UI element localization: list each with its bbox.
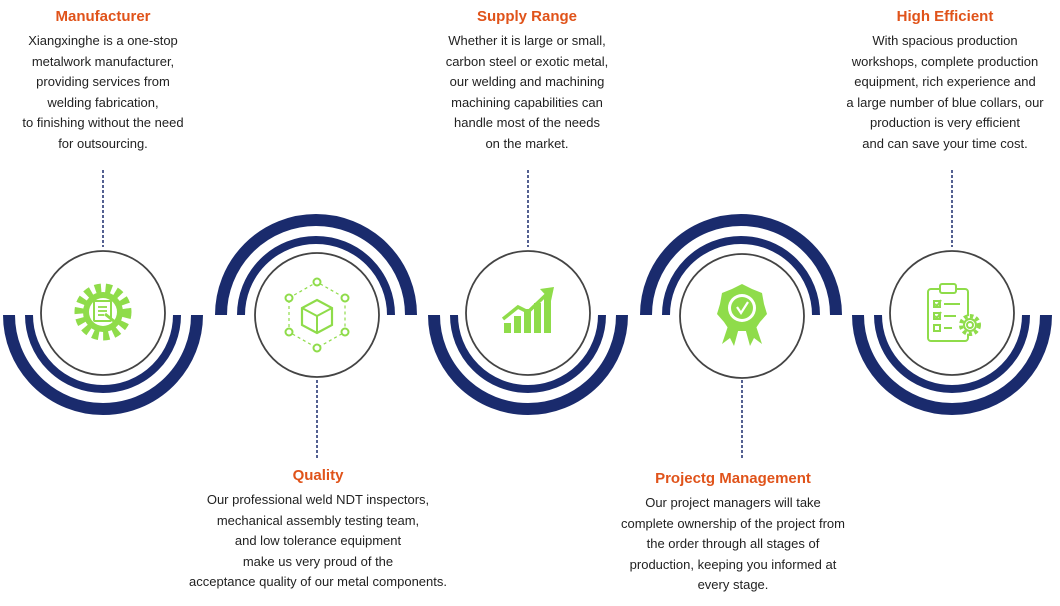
clipboard-checklist-icon	[927, 283, 981, 342]
step-manufacturer: Manufacturer Xiangxinghe is a one-stop m…	[13, 8, 193, 155]
step-title-high-efficient: High Efficient	[896, 8, 994, 25]
step-text-line: every stage.	[697, 577, 769, 593]
gear-document-icon	[74, 283, 132, 341]
step-text-line: production is very efficient	[869, 115, 1021, 131]
step-text-line: acceptance quality of our metal componen…	[189, 574, 447, 590]
step-text-line: and can save your time cost.	[862, 135, 1028, 151]
step-quality: Quality Our professional weld NDT inspec…	[168, 467, 468, 593]
step-text-line: workshops, complete production	[851, 53, 1039, 69]
step-high-efficient: High Efficient With spacious production …	[835, 8, 1055, 155]
step-text-line: and low tolerance equipment	[234, 533, 402, 549]
step-text-line: production, keeping you informed at	[629, 556, 837, 572]
dashed-connectors	[102, 170, 953, 460]
step-text-line: Whether it is large or small,	[448, 33, 606, 48]
step-text-line: mechanical assembly testing team,	[216, 512, 420, 528]
step-text-line: handle most of the needs	[454, 115, 600, 131]
node-circle-high-efficient	[889, 250, 1015, 376]
upper-wave-arcs	[215, 214, 842, 315]
step-text-line: welding fabrication,	[47, 94, 159, 110]
step-title-supply-range: Supply Range	[476, 8, 577, 25]
lower-wave-arcs	[3, 315, 1052, 415]
step-title-project-management: Projectg Management	[655, 470, 811, 487]
step-text-line: complete ownership of the project from	[621, 515, 845, 531]
step-text-line: Xiangxinghe is a one-stop	[28, 33, 178, 48]
step-project-management: Projectg Management Our project managers…	[598, 470, 868, 596]
cube-network-icon	[284, 277, 350, 353]
step-text-line: our welding and machining	[449, 74, 605, 90]
step-supply-range: Supply Range Whether it is large or smal…	[432, 8, 622, 155]
step-text-line: to finishing without the need	[22, 115, 184, 131]
step-text-line: the order through all stages of	[646, 536, 820, 552]
step-text-line: providing services from	[36, 74, 170, 90]
step-text-line: With spacious production	[872, 33, 1018, 48]
step-text-line: Our professional weld NDT inspectors,	[206, 492, 430, 507]
step-text-line: equipment, rich experience and	[854, 74, 1036, 90]
step-text-line: Our project managers will take	[645, 495, 821, 510]
step-text-line: metalwork manufacturer,	[31, 53, 175, 69]
growth-chart-icon	[501, 287, 554, 333]
step-title-manufacturer: Manufacturer	[55, 8, 151, 25]
step-title-quality: Quality	[292, 467, 344, 484]
step-text-line: for outsourcing.	[58, 135, 148, 151]
award-badge-icon	[717, 284, 767, 346]
step-text-line: machining capabilities can	[451, 94, 603, 110]
step-text-line: on the market.	[485, 135, 569, 151]
step-text-line: a large number of blue collars, our	[846, 94, 1044, 110]
step-text-line: make us very proud of the	[242, 553, 394, 569]
step-text-line: carbon steel or exotic metal,	[445, 53, 609, 69]
